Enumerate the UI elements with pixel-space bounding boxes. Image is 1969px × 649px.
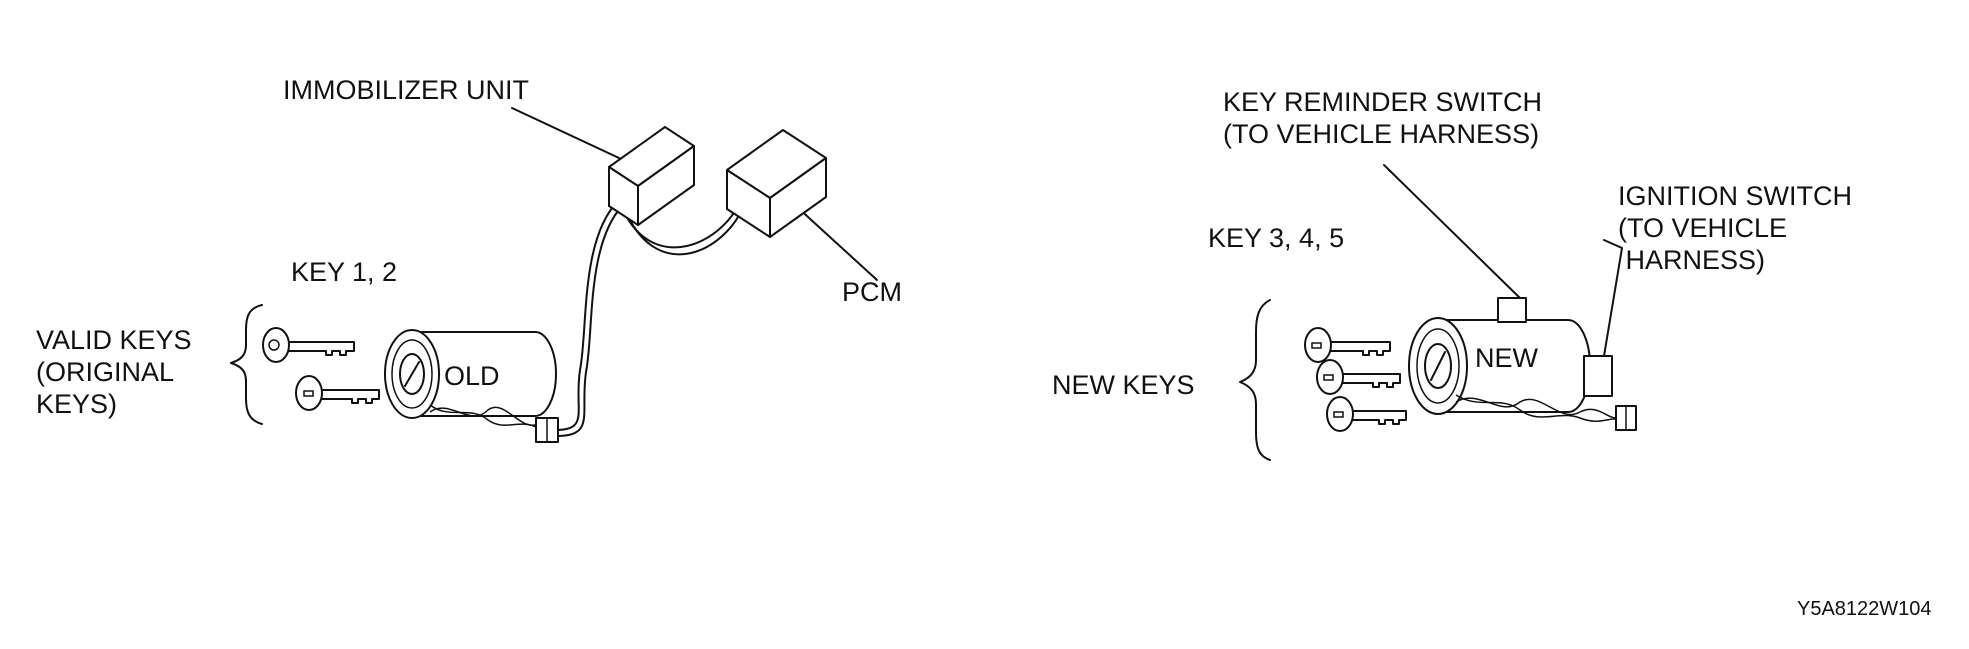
old-cylinder-label: OLD [444, 361, 500, 391]
key-3-4-5-label: KEY 3, 4, 5 [1208, 223, 1345, 253]
valid-keys-brace [230, 304, 263, 425]
pcm-label: PCM [842, 277, 902, 307]
key-reminder-switch-block [1497, 297, 1527, 323]
ignition-switch-block [1583, 355, 1613, 397]
new-cylinder-connector [1615, 405, 1637, 431]
immobilizer-leader-line [511, 107, 635, 166]
valid-keys-label: VALID KEYS (ORIGINAL KEYS) [36, 325, 192, 419]
key-1-2-label: KEY 1, 2 [291, 257, 398, 287]
new-key-cylinder [1408, 317, 1591, 415]
key-reminder-leader-line [1383, 164, 1523, 301]
new-key-3-icon [1304, 327, 1391, 363]
old-key-cylinder [384, 329, 557, 419]
new-keys-brace [1239, 299, 1271, 461]
figure-code: Y5A8122W104 [1797, 598, 1932, 620]
old-cylinder-connector [535, 417, 559, 443]
ignition-switch-label: IGNITION SWITCH (TO VEHICLE HARNESS) [1618, 181, 1852, 275]
pcm-box [726, 129, 827, 238]
valid-key-2-icon [295, 375, 380, 411]
new-key-4-icon [1316, 359, 1401, 395]
immobilizer-unit-box [608, 126, 695, 226]
old-cylinder-wire [429, 404, 539, 429]
new-keys-label: NEW KEYS [1052, 370, 1195, 400]
unit-cylinder-harness [555, 200, 619, 431]
immobilizer-unit-label: IMMOBILIZER UNIT [283, 75, 530, 105]
new-cylinder-label: NEW [1475, 343, 1539, 373]
ignition-leader-line [1603, 239, 1623, 357]
new-key-5-icon [1326, 396, 1407, 432]
valid-key-1-icon [262, 327, 355, 363]
key-reminder-switch-label: KEY REMINDER SWITCH (TO VEHICLE HARNESS) [1223, 87, 1543, 149]
